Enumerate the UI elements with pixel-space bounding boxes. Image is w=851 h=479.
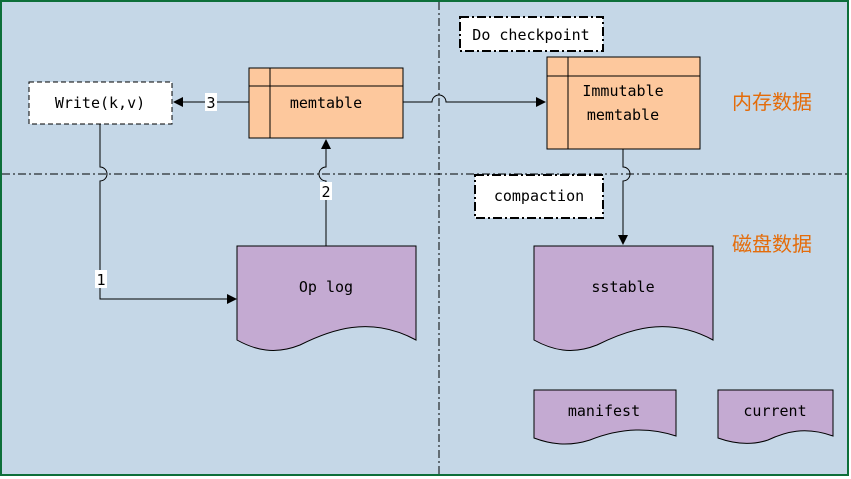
immutable-label-line1: Immutable xyxy=(582,82,663,100)
edge-write-to-oplog xyxy=(99,124,237,304)
oplog-node: Op log xyxy=(236,245,417,351)
current-node: current xyxy=(717,389,834,444)
compaction-box xyxy=(474,174,604,219)
edge2-label-bg xyxy=(320,182,332,200)
edge2-label: 2 xyxy=(321,183,330,201)
immutable-memtable-node: Immutable memtable xyxy=(546,56,701,150)
edge3-label: 3 xyxy=(206,94,215,112)
edge-oplog-to-memtable xyxy=(318,139,331,246)
edge-memtable-to-immutable xyxy=(403,94,546,107)
oplog-label: Op log xyxy=(299,278,353,296)
memory-region-label: 内存数据 xyxy=(732,90,812,114)
edge3-label-bg xyxy=(205,93,217,111)
disk-region-label: 磁盘数据 xyxy=(732,232,812,256)
immutable-memtable-box xyxy=(546,56,701,150)
memtable-label: memtable xyxy=(290,94,362,112)
edge1-label: 1 xyxy=(96,271,105,289)
write-node-box xyxy=(28,81,173,125)
write-node-label: Write(k,v) xyxy=(55,94,145,112)
current-label: current xyxy=(743,402,806,420)
sstable-node: sstable xyxy=(533,245,714,351)
oplog-shape xyxy=(236,245,417,351)
manifest-node: manifest xyxy=(533,389,677,445)
checkpoint-label: Do checkpoint xyxy=(472,26,589,44)
edge1-label-bg xyxy=(95,270,107,288)
sstable-shape xyxy=(533,245,714,351)
memtable-box xyxy=(248,67,404,139)
sstable-label: sstable xyxy=(591,278,654,296)
checkpoint-box xyxy=(459,16,604,52)
edge-immutable-to-sstable xyxy=(618,149,631,245)
manifest-shape xyxy=(533,389,677,445)
compaction-label: compaction xyxy=(494,187,584,205)
current-shape xyxy=(717,389,834,444)
immutable-label-line2: memtable xyxy=(587,106,659,124)
manifest-label: manifest xyxy=(568,402,640,420)
memtable-node: memtable xyxy=(248,67,404,139)
